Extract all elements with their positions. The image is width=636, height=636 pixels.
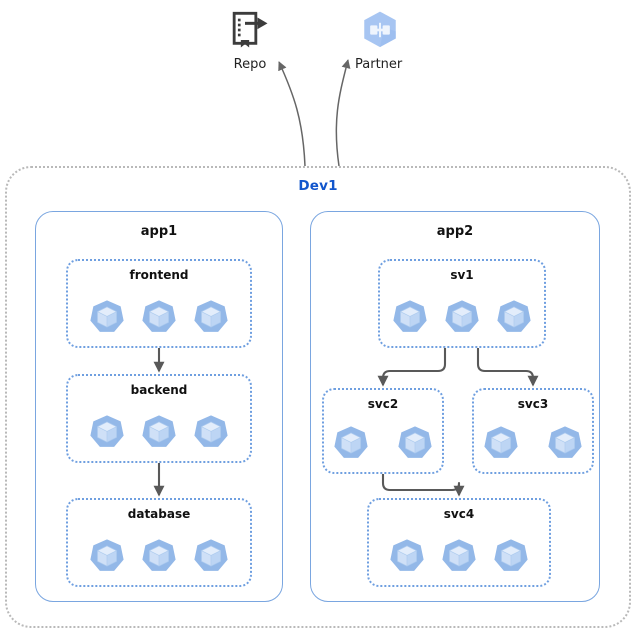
service-pod-svc3-2[interactable] <box>546 424 584 462</box>
pod-icon <box>484 426 518 458</box>
service-label-frontend: frontend <box>129 268 189 282</box>
service-pod-svc4-1[interactable] <box>388 537 426 575</box>
external-node-icon-repo <box>230 8 270 52</box>
application-label-app2: app2 <box>436 224 474 239</box>
pod-icon <box>90 539 124 571</box>
edge-dev1-to-repo <box>278 61 306 167</box>
service-pod-database-3[interactable] <box>192 537 230 575</box>
pod-icon <box>334 426 368 458</box>
application-label-app1: app1 <box>140 224 178 239</box>
environment-label-dev1: Dev1 <box>298 178 338 194</box>
pod-icon <box>142 415 176 447</box>
service-pod-svc3-1[interactable] <box>482 424 520 462</box>
service-pod-backend-2[interactable] <box>140 413 178 451</box>
service-pod-frontend-3[interactable] <box>192 298 230 336</box>
external-node-label-partner: Partner <box>355 57 403 72</box>
edge-sv1-to-svc2 <box>377 348 447 387</box>
service-pod-sv1-1[interactable] <box>391 298 429 336</box>
pod-icon <box>194 539 228 571</box>
external-node-partner[interactable]: Partner <box>355 8 402 72</box>
pod-icon <box>393 300 427 332</box>
pod-icon <box>442 539 476 571</box>
service-pod-frontend-2[interactable] <box>140 298 178 336</box>
pod-icon <box>494 539 528 571</box>
service-label-database: database <box>127 507 191 521</box>
edge-svc2-to-svc4 <box>381 474 465 497</box>
service-pod-database-1[interactable] <box>88 537 126 575</box>
service-pod-svc2-1[interactable] <box>332 424 370 462</box>
service-pod-svc4-2[interactable] <box>440 537 478 575</box>
service-pod-sv1-2[interactable] <box>443 298 481 336</box>
pod-icon <box>548 426 582 458</box>
pod-icon <box>390 539 424 571</box>
service-label-backend: backend <box>130 383 188 397</box>
pod-icon <box>90 300 124 332</box>
pod-icon <box>142 300 176 332</box>
edge-dev1-to-partner <box>335 59 351 167</box>
service-pod-database-2[interactable] <box>140 537 178 575</box>
pod-icon <box>398 426 432 458</box>
partner-hexagon-icon <box>363 11 396 48</box>
pod-icon <box>194 415 228 447</box>
external-node-repo[interactable]: Repo <box>230 8 270 72</box>
service-pod-svc4-3[interactable] <box>492 537 530 575</box>
service-pod-backend-1[interactable] <box>88 413 126 451</box>
service-label-sv1: sv1 <box>450 268 474 282</box>
pod-icon <box>90 415 124 447</box>
service-pod-backend-3[interactable] <box>192 413 230 451</box>
pod-icon <box>142 539 176 571</box>
service-label-svc2: svc2 <box>367 397 399 411</box>
pod-icon <box>445 300 479 332</box>
pod-icon <box>497 300 531 332</box>
pod-icon <box>194 300 228 332</box>
environment-dev1[interactable] <box>5 166 631 628</box>
service-pod-frontend-1[interactable] <box>88 298 126 336</box>
external-node-icon-partner <box>359 8 399 52</box>
service-label-svc4: svc4 <box>443 507 475 521</box>
external-node-label-repo: Repo <box>233 57 267 72</box>
repository-export-icon <box>232 11 268 48</box>
service-label-svc3: svc3 <box>517 397 549 411</box>
edge-sv1-to-svc3 <box>476 348 539 387</box>
service-pod-sv1-3[interactable] <box>495 298 533 336</box>
service-pod-svc2-2[interactable] <box>396 424 434 462</box>
